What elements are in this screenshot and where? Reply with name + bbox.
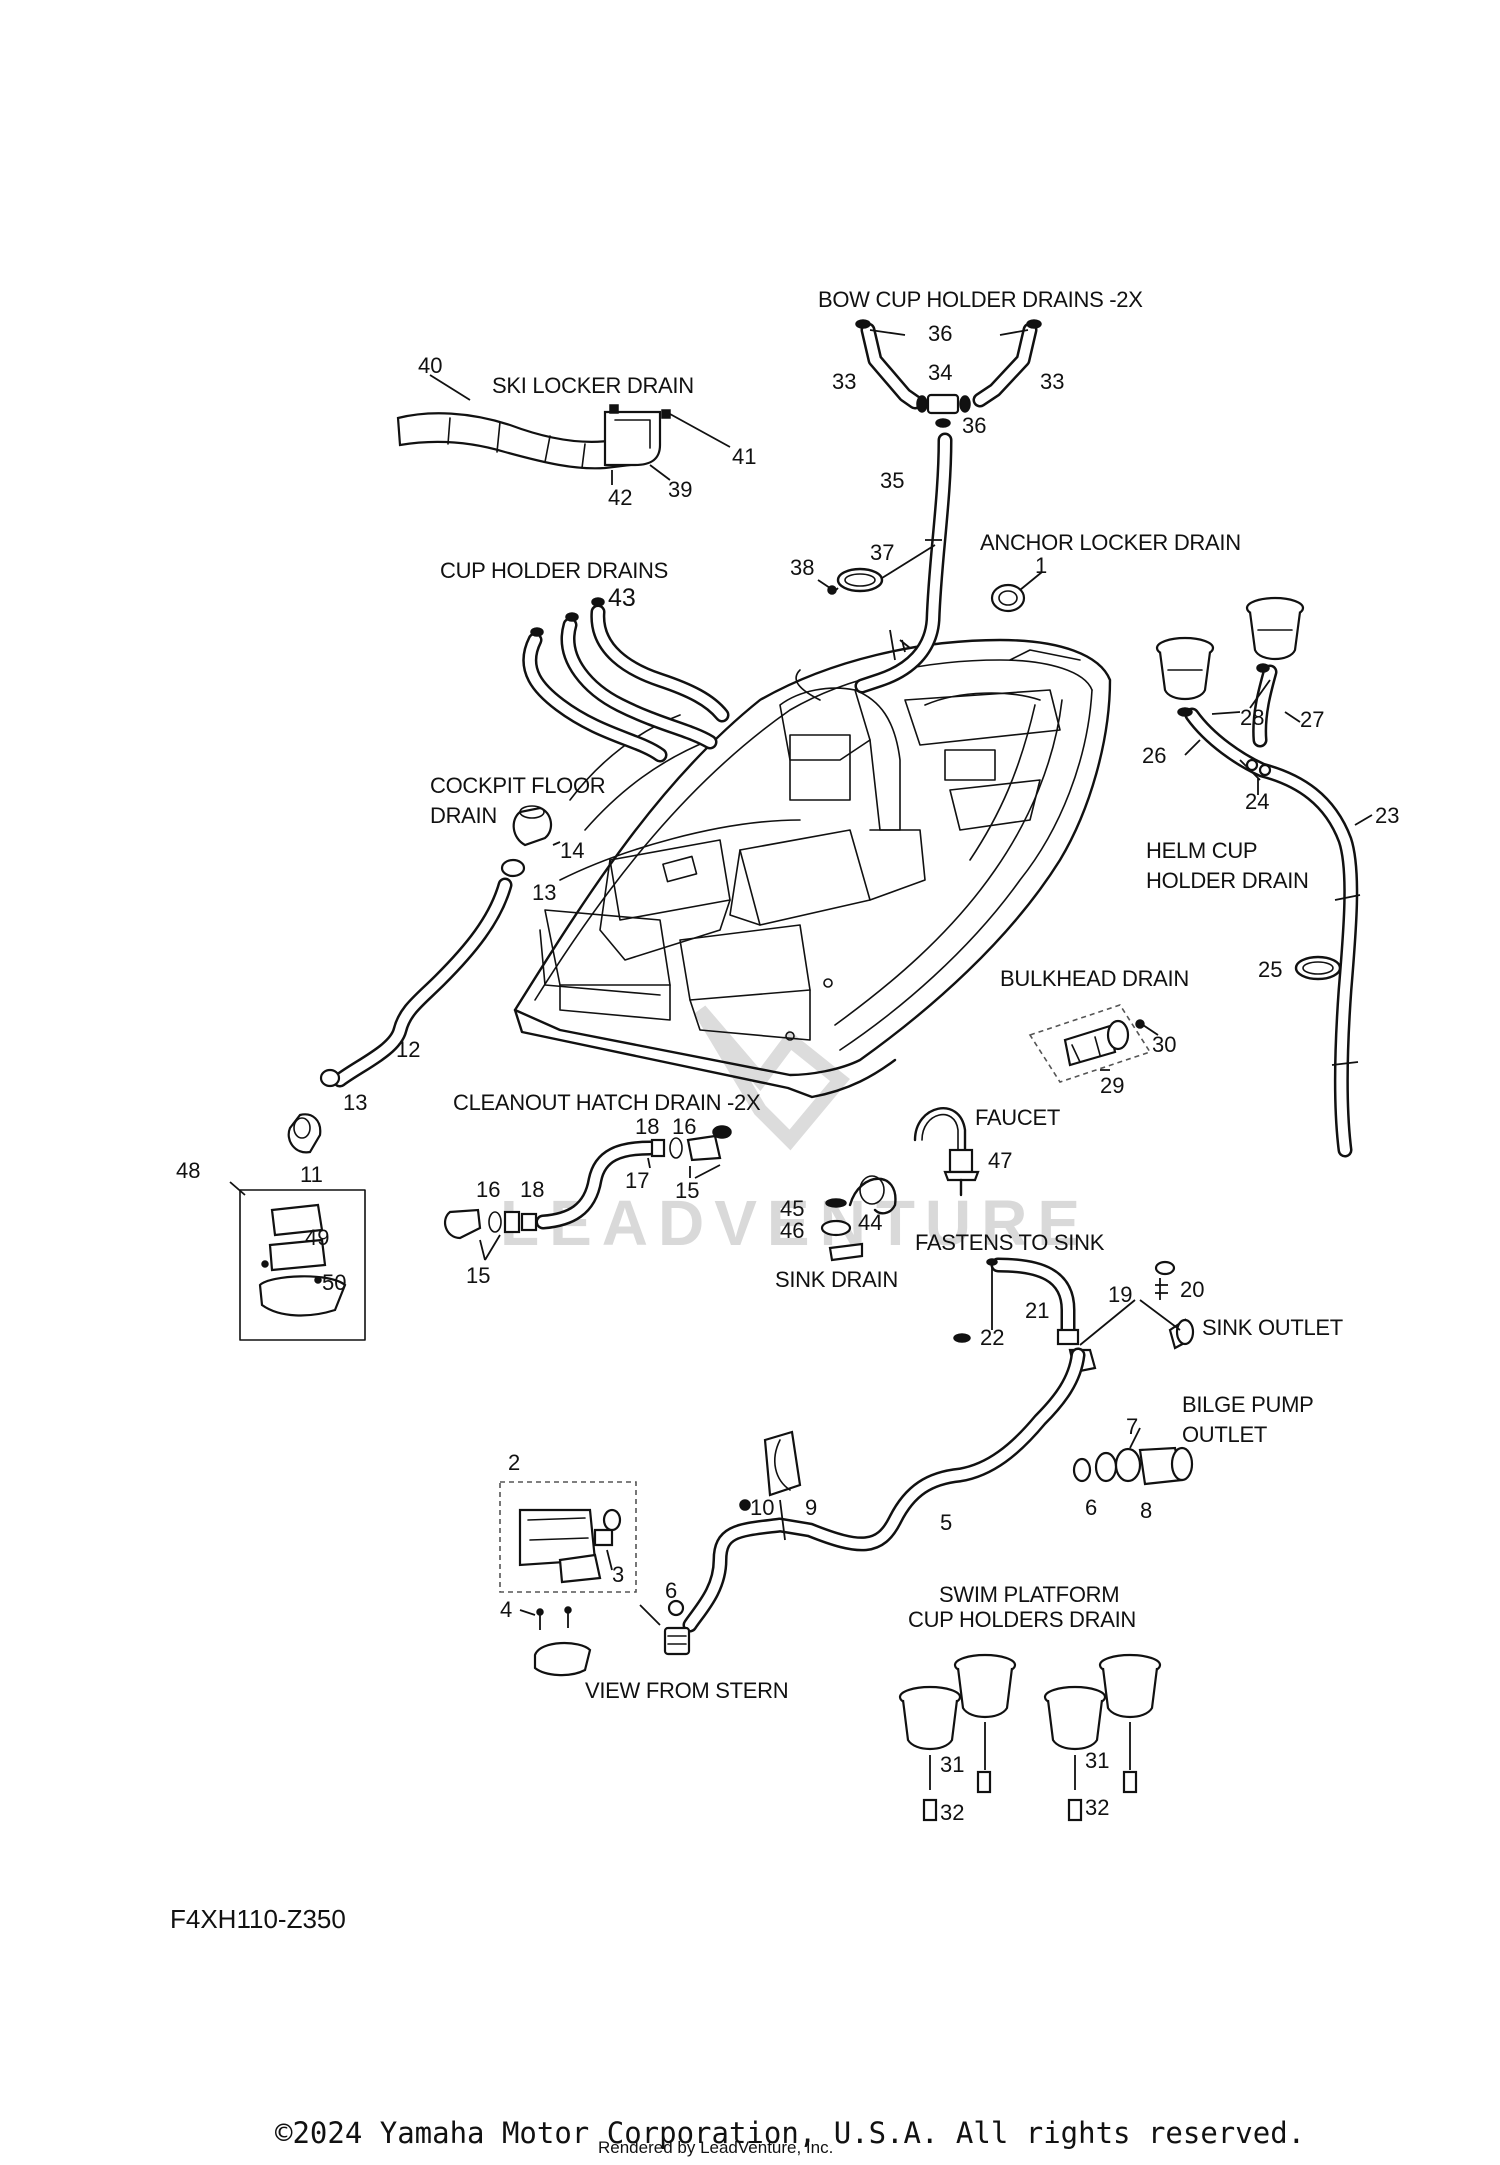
callout-29: 29 <box>1100 1073 1124 1098</box>
callout-33: 33 <box>832 369 856 394</box>
callout-43: 43 <box>608 584 636 612</box>
cleanout-hatch-drain: 18 16 17 15 16 18 15 <box>443 1114 732 1288</box>
anchor-locker-drain: 1 <box>990 553 1047 613</box>
callout-13: 13 <box>532 880 556 905</box>
callout-41: 41 <box>732 444 756 469</box>
cup-holder-drains: 43 <box>522 584 730 763</box>
callout-34: 34 <box>928 360 952 385</box>
callout-26: 26 <box>1142 743 1166 768</box>
boat-hull <box>513 638 1112 1099</box>
callout-46: 46 <box>780 1218 804 1243</box>
caption-bilge-pump-outlet-2: OUTLET <box>1182 1422 1267 1447</box>
caption-ski-locker-drain: SKI LOCKER DRAIN <box>492 373 694 398</box>
callout-21: 21 <box>1025 1298 1049 1323</box>
caption-cup-holder-drains: CUP HOLDER DRAINS <box>440 558 668 583</box>
callout-31: 31 <box>940 1752 964 1777</box>
callout-42: 42 <box>608 485 632 510</box>
caption-swim-platform-1: SWIM PLATFORM <box>939 1582 1119 1607</box>
caption-fastens-to-sink: FASTENS TO SINK <box>915 1230 1105 1255</box>
callout-8: 8 <box>1140 1498 1152 1523</box>
callout-25: 25 <box>1258 957 1282 982</box>
callout-5: 5 <box>940 1510 952 1535</box>
callout-50: 50 <box>322 1270 346 1295</box>
callout-28: 28 <box>1240 705 1264 730</box>
caption-bilge-pump-outlet-1: BILGE PUMP <box>1182 1392 1313 1417</box>
caption-faucet: FAUCET <box>975 1105 1060 1130</box>
callout-11: 11 <box>300 1162 323 1187</box>
caption-cleanout-hatch-drain: CLEANOUT HATCH DRAIN -2X <box>453 1090 761 1115</box>
caption-helm-cup-holder-drain-2: HOLDER DRAIN <box>1146 868 1309 893</box>
sink-outlet: 21 22 19 20 <box>953 1257 1204 1374</box>
callout-23: 23 <box>1375 803 1399 828</box>
bulkhead-drain: 30 29 <box>1028 1004 1176 1098</box>
callout-24: 24 <box>1245 789 1269 814</box>
callout-18: 18 <box>635 1114 659 1139</box>
caption-helm-cup-holder-drain-1: HELM CUP <box>1146 838 1257 863</box>
callout-35: 35 <box>880 468 904 493</box>
copyright-notice: ©2024 Yamaha Motor Corporation, U.S.A. A… <box>275 2116 1305 2150</box>
bow-cup-holder-drains: 33 36 34 33 36 35 37 38 <box>790 319 1064 694</box>
callout-48: 48 <box>176 1158 200 1183</box>
callout-33b: 33 <box>1040 369 1064 394</box>
callout-6: 6 <box>1085 1495 1097 1520</box>
caption-bow-cup-holder-drains: BOW CUP HOLDER DRAINS -2X <box>818 287 1143 312</box>
callout-6b: 6 <box>665 1578 677 1603</box>
callout-45: 45 <box>780 1196 804 1221</box>
callout-32b: 32 <box>1085 1795 1109 1820</box>
callout-40: 40 <box>418 353 442 378</box>
callout-39: 39 <box>668 477 692 502</box>
diagram-code: F4XH110-Z350 <box>170 1904 346 1934</box>
callout-32: 32 <box>940 1800 964 1825</box>
bilge-pump-outlet: 7 6 8 <box>1072 1414 1194 1523</box>
callout-47: 47 <box>988 1148 1012 1173</box>
rendered-by: Rendered by LeadVenture, Inc. <box>598 2138 833 2157</box>
caption-bulkhead-drain: BULKHEAD DRAIN <box>1000 966 1189 991</box>
helm-cup-holder-drain: 28 27 26 24 23 25 <box>1142 596 1399 1158</box>
callout-15: 15 <box>675 1178 699 1203</box>
sink-drain: 45 46 44 <box>780 1175 897 1262</box>
caption-swim-platform-2: CUP HOLDERS DRAIN <box>908 1607 1136 1632</box>
caption-view-from-stern: VIEW FROM STERN <box>585 1678 788 1703</box>
caption-anchor-locker-drain: ANCHOR LOCKER DRAIN <box>980 530 1241 555</box>
bilge-pump-detail: 2 3 4 <box>499 1450 637 1677</box>
callout-1: 1 <box>1035 553 1047 578</box>
callout-12: 12 <box>396 1037 420 1062</box>
ski-locker-drain: 40 41 42 39 <box>396 353 756 510</box>
callout-4: 4 <box>500 1597 512 1622</box>
callout-20: 20 <box>1180 1277 1204 1302</box>
callout-36: 36 <box>928 321 952 346</box>
callout-30: 30 <box>1152 1032 1176 1057</box>
bilge-hose: 5 10 9 6 <box>639 1347 1086 1656</box>
swim-platform-cup-holders: 31 32 31 32 <box>898 1653 1162 1825</box>
part-48-detail: 48 49 50 <box>176 1158 366 1341</box>
callout-10: 10 <box>750 1495 774 1520</box>
callout-49: 49 <box>305 1225 329 1250</box>
callout-14: 14 <box>560 838 584 863</box>
callout-22: 22 <box>980 1325 1004 1350</box>
callout-16b: 16 <box>476 1177 500 1202</box>
callout-13b: 13 <box>343 1090 367 1115</box>
callout-2: 2 <box>508 1450 520 1475</box>
callout-44: 44 <box>858 1210 882 1235</box>
callout-19: 19 <box>1108 1282 1132 1307</box>
callout-7: 7 <box>1126 1414 1138 1439</box>
callout-16: 16 <box>672 1114 696 1139</box>
caption-cockpit-floor-drain-2: DRAIN <box>430 803 497 828</box>
callout-37: 37 <box>870 540 894 565</box>
caption-sink-drain: SINK DRAIN <box>775 1267 898 1292</box>
callout-31b: 31 <box>1085 1748 1109 1773</box>
faucet: 47 <box>913 1107 1012 1197</box>
callout-15b: 15 <box>466 1263 490 1288</box>
callout-17: 17 <box>625 1168 649 1193</box>
callout-38: 38 <box>790 555 814 580</box>
callout-27: 27 <box>1300 707 1324 732</box>
callout-9: 9 <box>805 1495 817 1520</box>
callout-3: 3 <box>612 1562 624 1587</box>
caption-cockpit-floor-drain-1: COCKPIT FLOOR <box>430 773 605 798</box>
cockpit-floor-drain: 14 13 12 13 11 <box>287 805 584 1187</box>
callout-18b: 18 <box>520 1177 544 1202</box>
callout-36b: 36 <box>962 413 986 438</box>
caption-sink-outlet: SINK OUTLET <box>1202 1315 1343 1340</box>
